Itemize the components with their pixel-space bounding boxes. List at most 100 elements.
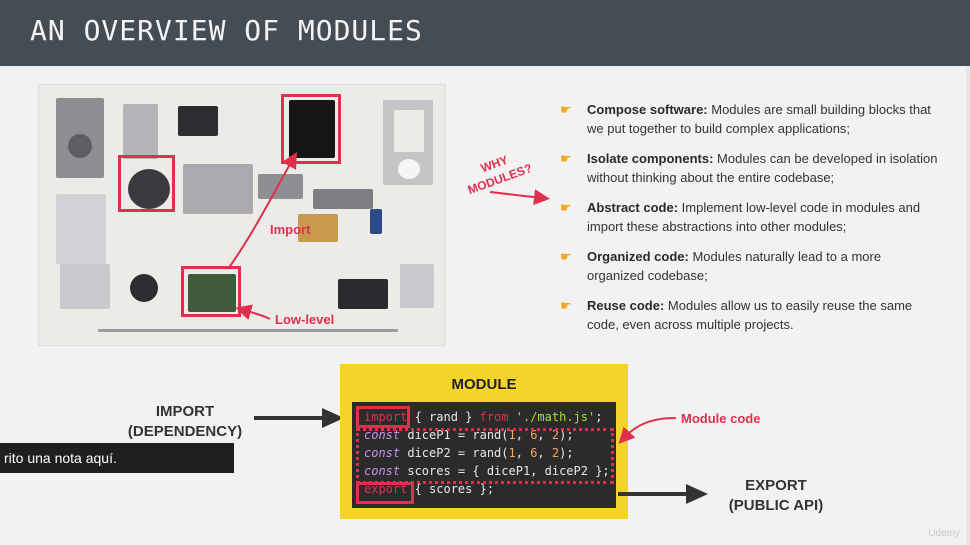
import-in-arrow-icon <box>254 408 344 428</box>
benefit-title: Compose software: <box>587 102 708 117</box>
code-token: scores = { diceP1, diceP2 } <box>400 464 603 478</box>
lens-ring <box>68 134 92 158</box>
benefit-text: Modules are small building blocks that w… <box>587 102 931 136</box>
scrollbar[interactable] <box>966 66 970 545</box>
code-number: 6 <box>530 446 538 460</box>
code-token: , <box>515 446 531 460</box>
benefit-title: Abstract code: <box>587 200 679 215</box>
module-title: MODULE <box>451 376 517 393</box>
back-panel-window <box>394 110 424 152</box>
import-label-line2: (DEPENDENCY) <box>127 423 243 440</box>
benefit-text: Modules can be developed in isolation wi… <box>587 151 938 185</box>
circuit-highlight-box <box>181 266 241 317</box>
code-line-5: export { scores }; <box>364 480 494 498</box>
module-code-highlight-box <box>356 428 614 484</box>
metal-bracket <box>123 104 158 159</box>
pointing-hand-icon: ☛ <box>560 298 572 313</box>
benefits-list: ☛ Compose software: Modules are small bui… <box>560 100 940 345</box>
pointing-hand-icon: ☛ <box>560 102 572 117</box>
module-box: MODULE import { rand } from './math.js';… <box>340 364 628 519</box>
import-highlight-box <box>356 406 410 428</box>
screws-row <box>98 329 398 332</box>
code-block: import { rand } from './math.js'; const … <box>352 402 616 508</box>
metal-frame <box>56 194 106 264</box>
code-number: 2 <box>551 446 560 460</box>
import-annotation: Import <box>270 222 311 237</box>
code-token: ); <box>559 446 574 460</box>
import-label-line1: IMPORT <box>155 403 215 420</box>
disassembled-camera-image: Import Low-level <box>38 84 446 346</box>
header-bar: AN OVERVIEW OF MODULES <box>0 0 970 66</box>
module-code-arrow-icon <box>618 417 677 444</box>
chassis-part <box>183 164 253 214</box>
benefit-title: Isolate components: <box>587 151 714 166</box>
code-token: ; <box>595 410 603 424</box>
code-token: { scores }; <box>407 482 495 496</box>
code-token: diceP1 = rand( <box>400 428 509 442</box>
small-part <box>178 106 218 136</box>
code-keyword-const: const <box>364 446 401 460</box>
code-token: ); <box>559 428 574 442</box>
code-token: , <box>537 428 552 442</box>
pointing-hand-icon: ☛ <box>560 151 572 166</box>
benefit-abstract-code: ☛ Abstract code: Implement low-level code… <box>560 198 940 236</box>
benefit-title: Reuse code: <box>587 298 665 313</box>
lcd-screen <box>289 100 335 158</box>
code-line-3: const diceP2 = rand(1, 6, 2); <box>364 444 574 462</box>
low-level-annotation: Low-level <box>275 312 335 327</box>
battery <box>400 264 434 308</box>
flex-cable <box>298 214 338 242</box>
code-string: './math.js' <box>508 410 596 424</box>
code-keyword-export: export <box>364 482 408 496</box>
module-code-annotation: Module code <box>681 411 761 426</box>
code-number: 1 <box>508 446 516 460</box>
screen-highlight-box <box>281 94 341 164</box>
metal-shield <box>60 264 110 309</box>
pointing-hand-icon: ☛ <box>560 200 572 215</box>
pointing-hand-icon: ☛ <box>560 249 572 264</box>
blue-chip <box>370 209 382 234</box>
benefit-text: Modules allow us to easily reuse the sam… <box>587 298 913 332</box>
benefit-organized-code: ☛ Organized code: Modules naturally lead … <box>560 247 940 285</box>
import-dependency-label: IMPORT (DEPENDENCY) <box>120 402 250 442</box>
import-arrow-icon <box>227 152 297 320</box>
code-keyword-const: const <box>364 464 401 478</box>
code-token: , <box>537 446 552 460</box>
code-line-2: const diceP1 = rand(1, 6, 2); <box>364 426 574 444</box>
export-highlight-box <box>356 482 414 504</box>
lens-highlight-box <box>118 155 175 212</box>
export-public-api-label: EXPORT (PUBLIC API) <box>716 476 836 516</box>
black-part <box>338 279 388 309</box>
code-line-4: const scores = { diceP1, diceP2 }; <box>364 462 610 480</box>
export-label-line2: (PUBLIC API) <box>728 497 824 514</box>
code-keyword-const: const <box>364 428 401 442</box>
subtitle-caption: rito una nota aquí. <box>0 443 234 473</box>
udemy-watermark: Udemy <box>928 528 960 539</box>
export-label-line1: EXPORT <box>745 477 807 494</box>
ribbon-part <box>313 189 373 209</box>
small-bracket <box>258 174 303 199</box>
code-token: , <box>515 428 531 442</box>
benefit-title: Organized code: <box>587 249 689 264</box>
code-number: 1 <box>508 428 516 442</box>
code-token: { rand } <box>407 410 480 424</box>
page-title: AN OVERVIEW OF MODULES <box>30 14 423 47</box>
code-line-1: import { rand } from './math.js'; <box>364 408 602 426</box>
code-number: 2 <box>551 428 560 442</box>
code-keyword-import: import <box>364 410 408 424</box>
benefit-compose-software: ☛ Compose software: Modules are small bui… <box>560 100 940 138</box>
why-arrow-icon <box>489 189 550 206</box>
lens-assembly <box>128 169 170 209</box>
benefit-text: Modules naturally lead to a more organiz… <box>587 249 882 283</box>
code-token: ; <box>602 464 610 478</box>
benefit-text: Implement low-level code in modules and … <box>587 200 921 234</box>
circuit-board <box>188 274 236 312</box>
export-out-arrow-icon <box>618 484 708 504</box>
control-dial <box>398 159 420 179</box>
code-number: 6 <box>530 428 538 442</box>
code-keyword-from: from <box>479 410 509 424</box>
benefit-isolate-components: ☛ Isolate components: Modules can be deve… <box>560 149 940 187</box>
code-token: diceP2 = rand( <box>400 446 509 460</box>
speaker <box>130 274 158 302</box>
benefit-reuse-code: ☛ Reuse code: Modules allow us to easily … <box>560 296 940 334</box>
